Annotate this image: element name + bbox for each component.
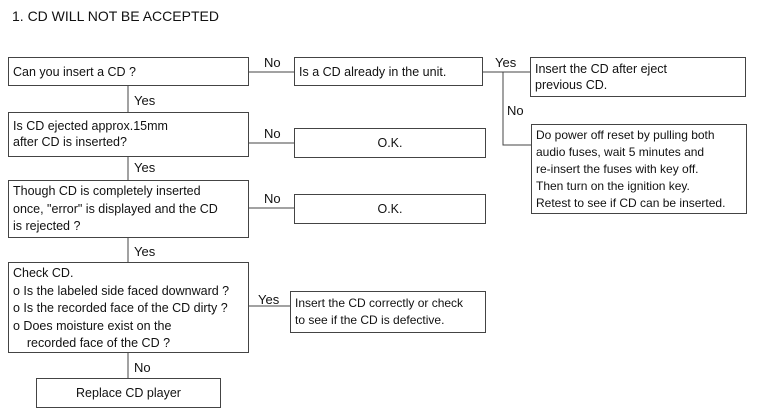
- check-line: Check CD.: [13, 266, 74, 280]
- action-line: to see if the CD is defective.: [295, 313, 445, 327]
- action-insert-correctly: Insert the CD correctly or check to see …: [290, 291, 486, 333]
- check-line: recorded face of the CD ?: [13, 336, 171, 350]
- question-text: Can you insert a CD ?: [13, 64, 136, 79]
- action-text: Replace CD player: [76, 386, 181, 400]
- action-line: Do power off reset by pulling both: [536, 128, 715, 142]
- question-line: once, "error" is displayed and the CD: [13, 201, 218, 216]
- question-line: after CD is inserted?: [13, 135, 127, 149]
- edge-label-yes: Yes: [258, 292, 280, 307]
- action-power-off-reset: Do power off reset by pulling both audio…: [531, 124, 747, 214]
- edge-label-no: No: [264, 55, 281, 70]
- edge-label-yes: Yes: [495, 55, 517, 70]
- check-line: o Is the labeled side faced downward ?: [13, 283, 230, 298]
- action-line: Insert the CD correctly or check: [295, 296, 464, 310]
- question-line: Is CD ejected approx.15mm: [13, 119, 168, 133]
- result-text: O.K.: [377, 202, 403, 216]
- edge-label-no: No: [507, 103, 524, 118]
- action-insert-after-eject: Insert the CD after eject previous CD.: [530, 57, 746, 97]
- question-cd-ejected-15mm: Is CD ejected approx.15mm after CD is in…: [8, 112, 249, 157]
- result-text: O.K.: [377, 136, 403, 150]
- edge-label-yes: Yes: [134, 244, 156, 259]
- result-ok-1: O.K.: [294, 128, 486, 158]
- question-text: Is a CD already in the unit.: [299, 64, 447, 79]
- edge-label-yes: Yes: [134, 93, 156, 108]
- edge-label-no: No: [264, 126, 281, 141]
- question-error-displayed: Though CD is completely inserted once, "…: [8, 180, 249, 238]
- action-line: Retest to see if CD can be inserted.: [536, 196, 726, 210]
- question-cd-already-in-unit: Is a CD already in the unit.: [294, 57, 483, 86]
- edge-label-yes: Yes: [134, 160, 156, 175]
- question-line: is rejected ?: [13, 219, 81, 233]
- check-line: o Is the recorded face of the CD dirty ?: [13, 301, 228, 315]
- question-line: Though CD is completely inserted: [13, 184, 201, 198]
- result-ok-2: O.K.: [294, 194, 486, 224]
- action-line: Then turn on the ignition key.: [536, 179, 690, 193]
- page-title: 1. CD WILL NOT BE ACCEPTED: [12, 8, 219, 24]
- action-replace-cd-player: Replace CD player: [36, 378, 221, 408]
- edge-label-no: No: [134, 360, 151, 375]
- action-line: re-insert the fuses with key off.: [536, 162, 699, 176]
- check-line: o Does moisture exist on the: [13, 318, 172, 333]
- edge-label-no: No: [264, 191, 281, 206]
- action-line: Insert the CD after eject: [535, 62, 668, 76]
- action-line: audio fuses, wait 5 minutes and: [536, 145, 705, 159]
- check-cd-list: Check CD. o Is the labeled side faced do…: [8, 262, 249, 353]
- question-can-insert-cd: Can you insert a CD ?: [8, 57, 249, 86]
- action-line: previous CD.: [535, 78, 608, 92]
